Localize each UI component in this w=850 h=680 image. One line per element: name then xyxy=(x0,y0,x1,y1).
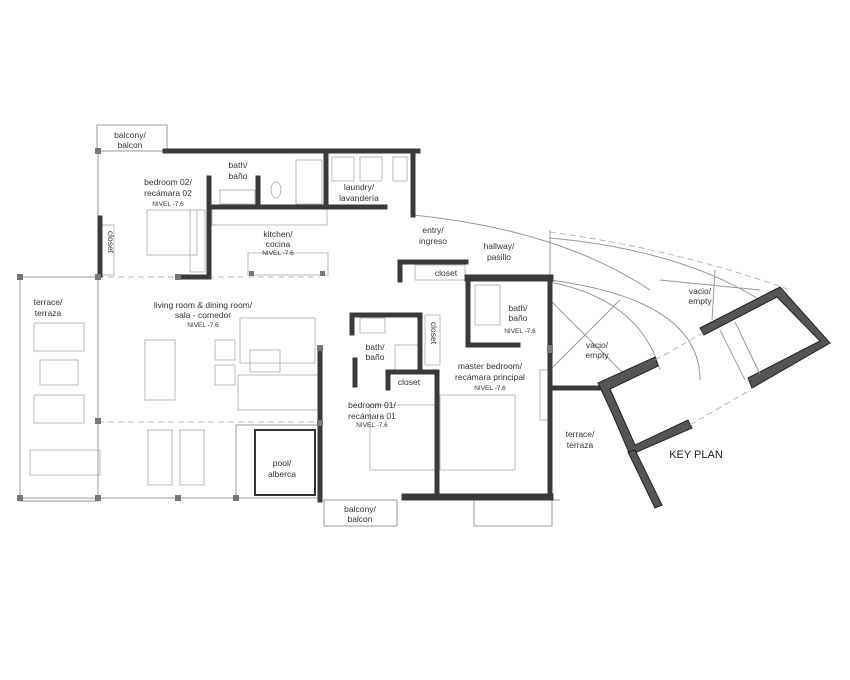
key-plan-title: KEY PLAN xyxy=(669,449,723,461)
room-level: NIVEL -7.6 xyxy=(187,322,219,329)
walls xyxy=(97,148,601,503)
label-bath-top: bath/ baño xyxy=(229,160,249,181)
room-name: vacio/ xyxy=(586,340,609,350)
room-name: pool/ xyxy=(273,458,292,468)
label-bedroom-01: bedroom 01/ recámara 01 NIVEL -7.6 xyxy=(348,400,396,429)
label-bath-bedroom01: bath/ baño xyxy=(366,342,386,362)
room-level: NIVEL -7.6 xyxy=(262,250,294,257)
label-vacio-1: vacio/ empty xyxy=(585,340,609,360)
label-living-dining: living room & dining room/ sala - comedo… xyxy=(154,300,253,329)
room-name: master bedroom/ xyxy=(458,361,523,371)
room-level: NIVEL -7.6 xyxy=(504,328,536,335)
room-name: balcony/ xyxy=(114,130,146,140)
room-name: living room & dining room/ xyxy=(154,300,253,310)
room-name: hallway/ xyxy=(484,241,515,251)
label-closet-entry: closet xyxy=(435,268,458,278)
room-name: bath/ xyxy=(229,160,249,170)
room-name-es: recámara 02 xyxy=(144,188,192,198)
room-name-es: baño xyxy=(229,171,248,181)
label-master-bedroom: master bedroom/ recámara principal NIVEL… xyxy=(455,361,525,392)
label-bath-master: bath/ baño NIVEL -7.6 xyxy=(504,303,536,335)
room-name: balcony/ xyxy=(344,504,376,514)
room-name: vacio/ xyxy=(689,286,712,296)
key-plan-drawing xyxy=(597,286,831,509)
label-pool: pool/ alberca xyxy=(268,458,296,479)
room-name-es: baño xyxy=(509,313,528,323)
thin-outlines xyxy=(19,124,791,527)
room-level: NIVEL -7.6 xyxy=(152,201,184,208)
room-name: kitchen/ xyxy=(263,229,293,239)
room-name-es: empty xyxy=(688,296,712,306)
room-name-es: baño xyxy=(366,352,385,362)
room-name-es: terraza xyxy=(567,440,594,450)
room-name-es: recámara principal xyxy=(455,372,525,382)
room-level: NIVEL -7.6 xyxy=(356,422,388,429)
room-name: laundry/ xyxy=(344,182,375,192)
room-name-es: recámara 01 xyxy=(348,411,396,421)
room-name-es: sala - comedor xyxy=(175,310,231,320)
room-name: bedroom 01/ xyxy=(348,400,396,410)
room-name-es: balcon xyxy=(347,514,372,524)
room-name-es: alberca xyxy=(268,469,296,479)
room-name: entry/ xyxy=(422,225,444,235)
room-name-es: ingreso xyxy=(419,236,447,246)
columns xyxy=(17,148,553,501)
label-bedroom-02: bedroom 02/ recámara 02 NIVEL -7.6 xyxy=(144,177,192,208)
label-laundry: laundry/ lavandería xyxy=(339,182,379,203)
room-name-es: balcon xyxy=(117,140,142,150)
label-balcony-bottom: balcony/ balcon xyxy=(344,504,376,524)
room-name: bath/ xyxy=(366,342,386,352)
label-vacio-2: vacio/ empty xyxy=(688,286,712,306)
label-hallway: hallway/ pasillo xyxy=(484,241,515,262)
room-name: bath/ xyxy=(509,303,529,313)
room-name-es: pasillo xyxy=(487,252,511,262)
room-level: NIVEL -7.6 xyxy=(474,385,506,392)
label-terrace-left: terrace/ terraza xyxy=(34,297,63,318)
label-terrace-right: terrace/ terraza xyxy=(566,429,595,450)
room-name-es: terraza xyxy=(35,308,62,318)
room-name: terrace/ xyxy=(34,297,63,307)
room-name-es: cocina xyxy=(266,239,291,249)
label-balcony-top: balcony/ balcon xyxy=(114,130,146,150)
room-labels: balcony/ balcon bedroom 02/ recámara 02 … xyxy=(34,130,723,524)
label-closet-bedroom02: closet xyxy=(106,231,116,254)
label-entry: entry/ ingreso xyxy=(419,225,447,246)
label-closet-bedroom01: closet xyxy=(398,377,421,387)
label-kitchen: kitchen/ cocina NIVEL -7.6 xyxy=(262,229,294,257)
room-name: terrace/ xyxy=(566,429,595,439)
label-closet-vertical: closet xyxy=(429,322,439,345)
room-name-es: empty xyxy=(585,350,609,360)
room-name-es: lavandería xyxy=(339,193,379,203)
room-name: bedroom 02/ xyxy=(144,177,192,187)
